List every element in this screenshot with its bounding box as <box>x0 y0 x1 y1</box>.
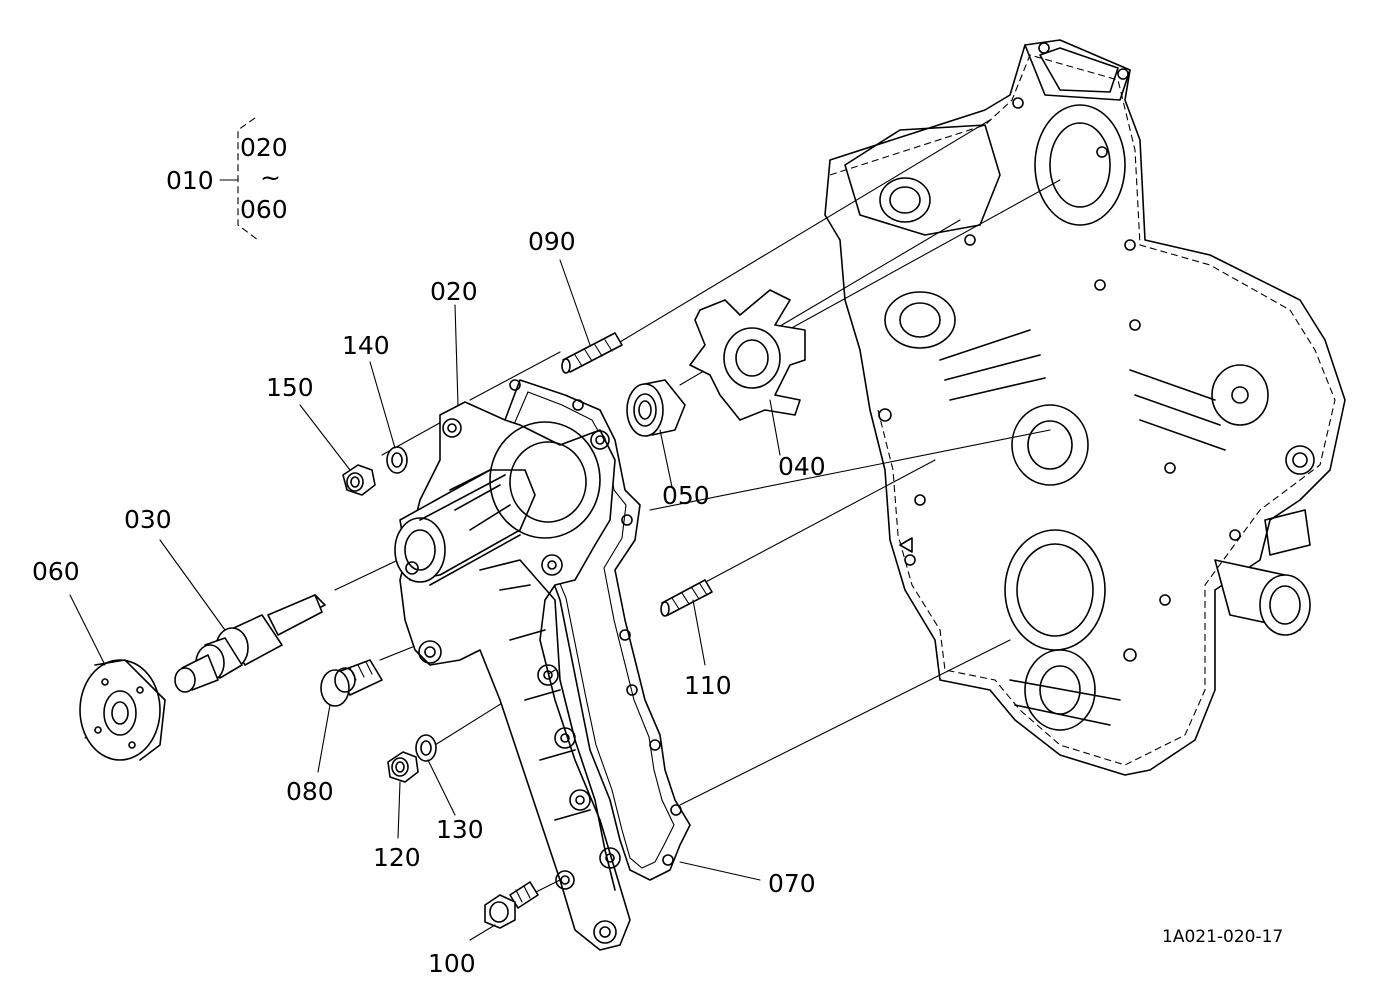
label-070: 070 <box>768 869 816 898</box>
label-140: 140 <box>342 331 390 360</box>
label-130: 130 <box>436 815 484 844</box>
label-080: 080 <box>286 777 334 806</box>
part-050-mechanical-seal <box>626 379 686 437</box>
leader-lines <box>69 259 781 941</box>
part-labels: 020 030 040 050 060 070 080 090 100 110 … <box>32 227 1283 978</box>
label-100: 100 <box>428 949 476 978</box>
label-050: 050 <box>662 481 710 510</box>
label-020-group: 020 <box>240 133 288 162</box>
label-090: 090 <box>528 227 576 256</box>
part-110-stud-bolt <box>660 579 713 617</box>
part-030-shaft-bearing <box>174 594 326 693</box>
group-bracket-010: 010 020 ~ 060 <box>166 117 288 241</box>
part-090-stud-bolt <box>561 332 623 374</box>
part-040-impeller <box>689 289 806 421</box>
part-120-nut <box>387 751 419 783</box>
label-010: 010 <box>166 166 214 195</box>
drawing-code: 1A021-020-17 <box>1162 927 1283 947</box>
label-030: 030 <box>124 505 172 534</box>
label-040: 040 <box>778 452 826 481</box>
part-060-pulley-flange <box>79 659 166 761</box>
part-080-plug-bolt <box>320 659 383 707</box>
part-130-spring-washer <box>415 734 437 762</box>
part-020-pump-body <box>394 401 631 951</box>
label-020: 020 <box>430 277 478 306</box>
part-100-bolt <box>484 881 539 929</box>
label-110: 110 <box>684 671 732 700</box>
label-060: 060 <box>32 557 80 586</box>
part-140-spring-washer <box>386 446 408 474</box>
label-150: 150 <box>266 373 314 402</box>
label-060-group: 060 <box>240 195 288 224</box>
gear-case-housing <box>824 39 1346 776</box>
part-150-nut <box>342 464 376 496</box>
label-tilde: ~ <box>260 163 281 192</box>
label-120: 120 <box>373 843 421 872</box>
